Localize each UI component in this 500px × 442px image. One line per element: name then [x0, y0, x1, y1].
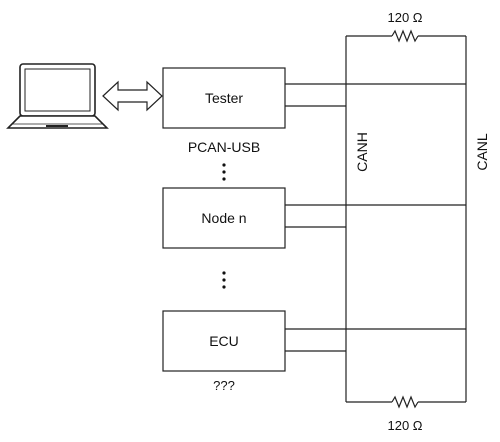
node-n-label: Node n	[201, 210, 246, 226]
node-n-box	[162, 187, 286, 249]
tester-label: Tester	[205, 90, 243, 106]
canh-label: CANH	[354, 132, 370, 172]
ecu-label: ECU	[209, 333, 239, 349]
canl-label: CANL	[474, 133, 490, 171]
double-arrow-icon	[102, 80, 163, 112]
tester-caption: PCAN-USB	[188, 139, 260, 155]
can-bus-wires	[285, 29, 467, 409]
tester-box	[162, 67, 286, 129]
ellipsis-dots	[222, 163, 226, 289]
resistor-top-label: 120 Ω	[387, 10, 422, 25]
laptop-icon	[6, 63, 109, 129]
ecu-caption: ???	[213, 378, 235, 393]
resistor-bottom-label: 120 Ω	[387, 418, 422, 433]
ecu-box	[162, 310, 286, 372]
